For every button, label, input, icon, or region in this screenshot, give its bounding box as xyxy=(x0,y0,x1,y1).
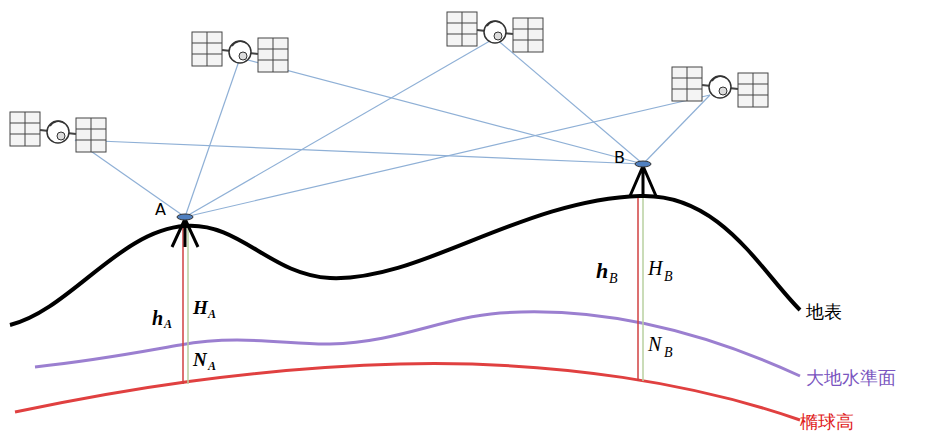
height-subscript: A xyxy=(208,360,216,372)
surface-label: 地表 xyxy=(806,303,842,321)
height-subscript: B xyxy=(664,346,673,360)
height-subscript: A xyxy=(164,318,172,330)
ellipsoid-label: 橢球高 xyxy=(800,413,854,431)
height-symbol: N xyxy=(648,334,661,354)
height-symbol: H xyxy=(193,298,208,317)
height-symbol: H xyxy=(648,258,662,278)
height-subscript: B xyxy=(609,272,618,286)
height-symbol: h xyxy=(152,308,163,328)
height-symbol: N xyxy=(193,350,207,369)
point-label: B xyxy=(614,150,625,166)
point-label: A xyxy=(155,202,166,218)
geoid-label: 大地水準面 xyxy=(806,369,896,387)
height-subscript: A xyxy=(208,308,216,320)
height-symbol: h xyxy=(596,260,608,282)
height-subscript: B xyxy=(664,270,673,284)
